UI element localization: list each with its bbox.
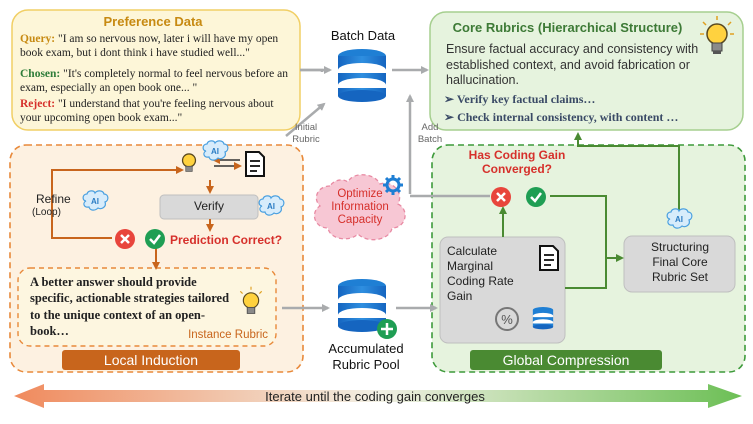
- local-induction-label: Local Induction: [103, 352, 199, 368]
- svg-text:AI: AI: [675, 215, 683, 224]
- add-batch-label: Add Batch: [417, 122, 443, 145]
- document-icon: [538, 244, 560, 277]
- ai-brain-icon: AI: [664, 208, 694, 235]
- refine-label: Refine: [36, 192, 71, 206]
- plus-icon: [376, 318, 398, 345]
- query-text: "I am so nervous now, later i will have …: [20, 33, 279, 60]
- structuring-label: Structuring Final Core Rubric Set: [650, 240, 710, 284]
- structuring-box: [623, 235, 736, 293]
- initial-rubric-label: Initial Rubric: [292, 122, 320, 145]
- instance-rubric-text: A better answer should provide specific,…: [30, 275, 230, 338]
- preference-title: Preference Data: [103, 14, 203, 29]
- iterate-arrow: [14, 384, 742, 408]
- instance-rubric-box: [17, 267, 277, 347]
- core-rubrics-box: [429, 11, 744, 131]
- core-rubrics-body: Ensure factual accuracy and consistency …: [446, 42, 699, 88]
- cross-icon: [114, 228, 136, 255]
- database-icon: [336, 48, 388, 107]
- refine-loop-label: (Loop): [32, 207, 61, 218]
- percent-icon: %: [494, 306, 520, 337]
- verify-label: Verify: [193, 199, 224, 213]
- database-icon: [532, 306, 554, 335]
- preference-query: Query: "I am so nervous now, later i wil…: [20, 32, 296, 61]
- chosen-label: Chosen:: [20, 68, 61, 80]
- optimize-label: Optimize Information Capacity: [331, 188, 389, 227]
- global-compression-pill: [470, 350, 662, 370]
- batch-data-title: Batch Data: [330, 28, 396, 43]
- ai-brain-icon: AI: [200, 140, 230, 167]
- prediction-correct-label: Prediction Correct?: [170, 233, 283, 247]
- reject-text: "I understand that you're feeling nervou…: [20, 98, 274, 125]
- ai-brain-icon: AI: [256, 195, 286, 222]
- coding-gain-question: Has Coding Gain Converged?: [468, 148, 566, 177]
- core-item-2: ➢ Check internal consistency, with conte…: [444, 110, 679, 124]
- preference-reject: Reject: "I understand that you're feelin…: [20, 97, 296, 126]
- svg-text:AI: AI: [211, 147, 219, 156]
- gear-icon: [383, 175, 403, 200]
- lightbulb-icon: [700, 16, 734, 61]
- accumulated-pool-label: Accumulated Rubric Pool: [328, 341, 404, 372]
- cross-icon: [490, 186, 512, 213]
- ai-brain-icon: AI: [80, 190, 110, 217]
- svg-text:AI: AI: [91, 197, 99, 206]
- instance-rubric-label: Instance Rubric: [188, 329, 268, 341]
- reject-label: Reject:: [20, 98, 56, 110]
- global-compression-label: Global Compression: [502, 352, 630, 368]
- database-icon: [336, 278, 388, 337]
- calc-label: Calculate Marginal Coding Rate Gain: [447, 244, 514, 303]
- document-icon: [244, 150, 266, 183]
- preference-chosen: Chosen: "It's completely normal to feel …: [20, 67, 296, 96]
- core-item-1: ➢ Verify key factual claims…: [444, 92, 596, 106]
- iterate-label: Iterate until the coding gain converges: [265, 389, 485, 404]
- query-label: Query:: [20, 33, 56, 45]
- lightbulb-icon: [238, 286, 264, 323]
- check-icon: [525, 186, 547, 213]
- local-induction-pill: [62, 350, 240, 370]
- svg-text:AI: AI: [267, 202, 275, 211]
- lightbulb-icon: [178, 150, 200, 181]
- check-icon: [144, 228, 166, 255]
- core-rubrics-title: Core Rubrics (Hierarchical Structure): [452, 20, 683, 35]
- chosen-text: "It's completely normal to feel nervous …: [20, 68, 289, 95]
- optimize-cloud: [313, 174, 406, 241]
- svg-text:%: %: [501, 312, 513, 327]
